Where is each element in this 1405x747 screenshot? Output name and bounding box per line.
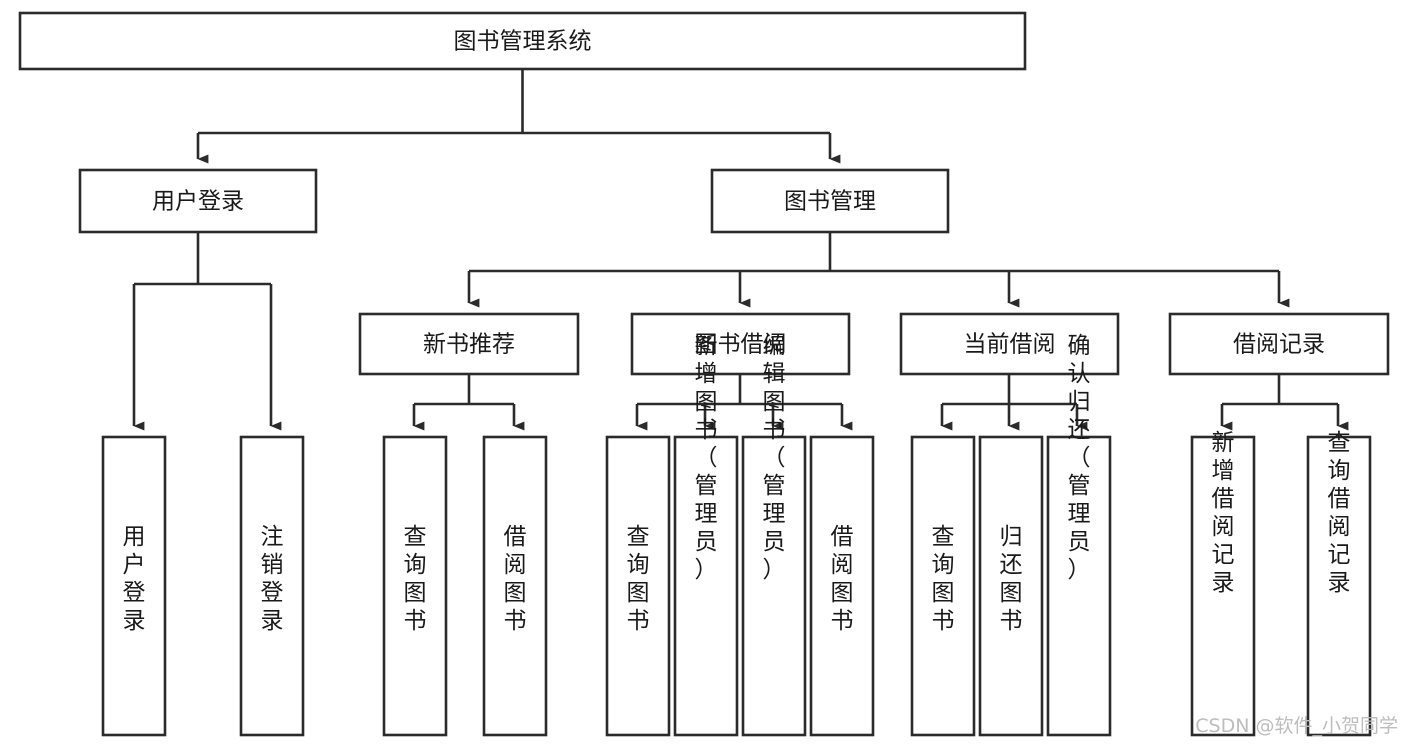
node-new-book-rec[interactable]: 新书推荐 <box>358 312 580 376</box>
node-leaf-query-book-2-label: 查询图书 <box>627 524 650 634</box>
node-leaf-query-book-1[interactable]: 查询图书 <box>382 435 448 737</box>
node-current-borrow[interactable]: 当前借阅 <box>899 312 1120 376</box>
node-leaf-user-login-label: 用户登录 <box>123 524 146 634</box>
connector-layer <box>132 69 1349 431</box>
node-leaf-edit-book[interactable]: 编辑图书（管理员） <box>741 333 807 737</box>
connector-book-manage-bus <box>469 232 1279 273</box>
node-leaf-return-book[interactable]: 归还图书 <box>978 435 1044 737</box>
node-leaf-return-book-label: 归还图书 <box>1000 524 1023 634</box>
node-leaf-add-record[interactable]: 新增借阅记录 <box>1190 430 1256 737</box>
connector-new-book-rec-bus <box>414 374 514 406</box>
node-leaf-borrow-book-1-label: 借阅图书 <box>504 524 527 634</box>
node-root[interactable]: 图书管理系统 <box>18 11 1027 71</box>
connector-book-borrow-bus <box>637 374 842 406</box>
node-borrow-record[interactable]: 借阅记录 <box>1168 312 1390 376</box>
node-leaf-logout[interactable]: 注销登录 <box>239 435 305 737</box>
node-leaf-query-record-label: 查询借阅记录 <box>1328 430 1351 596</box>
node-current-borrow-label: 当前借阅 <box>964 332 1056 358</box>
node-book-manage[interactable]: 图书管理 <box>710 168 950 234</box>
node-leaf-borrow-book-2[interactable]: 借阅图书 <box>809 435 875 737</box>
node-leaf-edit-book-label: 编辑图书（管理员） <box>763 333 786 583</box>
node-leaf-add-book-label: 新增图书（管理员） <box>695 333 718 583</box>
node-leaf-borrow-book-1[interactable]: 借阅图书 <box>482 435 548 737</box>
node-book-borrow-label: 图书借阅 <box>695 332 787 358</box>
node-root-label: 图书管理系统 <box>454 29 592 55</box>
node-user-login-label: 用户登录 <box>152 189 244 215</box>
watermark: CSDN @软件_小贺同学 <box>1195 715 1398 737</box>
connector-current-borrow-bus <box>942 374 1077 406</box>
node-leaf-query-book-1-label: 查询图书 <box>404 524 427 634</box>
node-leaf-query-book-2[interactable]: 查询图书 <box>605 435 671 737</box>
node-leaf-user-login[interactable]: 用户登录 <box>101 435 167 737</box>
node-leaf-query-book-3-label: 查询图书 <box>932 524 955 634</box>
node-leaf-query-book-3[interactable]: 查询图书 <box>910 435 976 737</box>
connector-borrow-record-bus <box>1222 374 1338 406</box>
node-borrow-record-label: 借阅记录 <box>1233 332 1325 358</box>
node-leaf-logout-label: 注销登录 <box>261 524 284 634</box>
node-book-borrow[interactable]: 图书借阅 <box>630 312 851 376</box>
node-leaf-borrow-book-2-label: 借阅图书 <box>831 524 854 634</box>
connector-user-login-bus <box>134 232 271 286</box>
connector-root-bus <box>198 69 830 135</box>
node-leaf-query-record[interactable]: 查询借阅记录 <box>1306 430 1372 737</box>
node-new-book-rec-label: 新书推荐 <box>423 332 515 358</box>
node-book-manage-label: 图书管理 <box>784 189 876 215</box>
node-leaf-confirm-return-label: 确认归还（管理员） <box>1068 333 1091 583</box>
node-leaf-add-record-label: 新增借阅记录 <box>1212 430 1235 596</box>
node-leaf-confirm-return[interactable]: 确认归还（管理员） <box>1046 333 1112 737</box>
node-leaf-add-book[interactable]: 新增图书（管理员） <box>673 333 739 737</box>
node-user-login[interactable]: 用户登录 <box>78 168 318 234</box>
